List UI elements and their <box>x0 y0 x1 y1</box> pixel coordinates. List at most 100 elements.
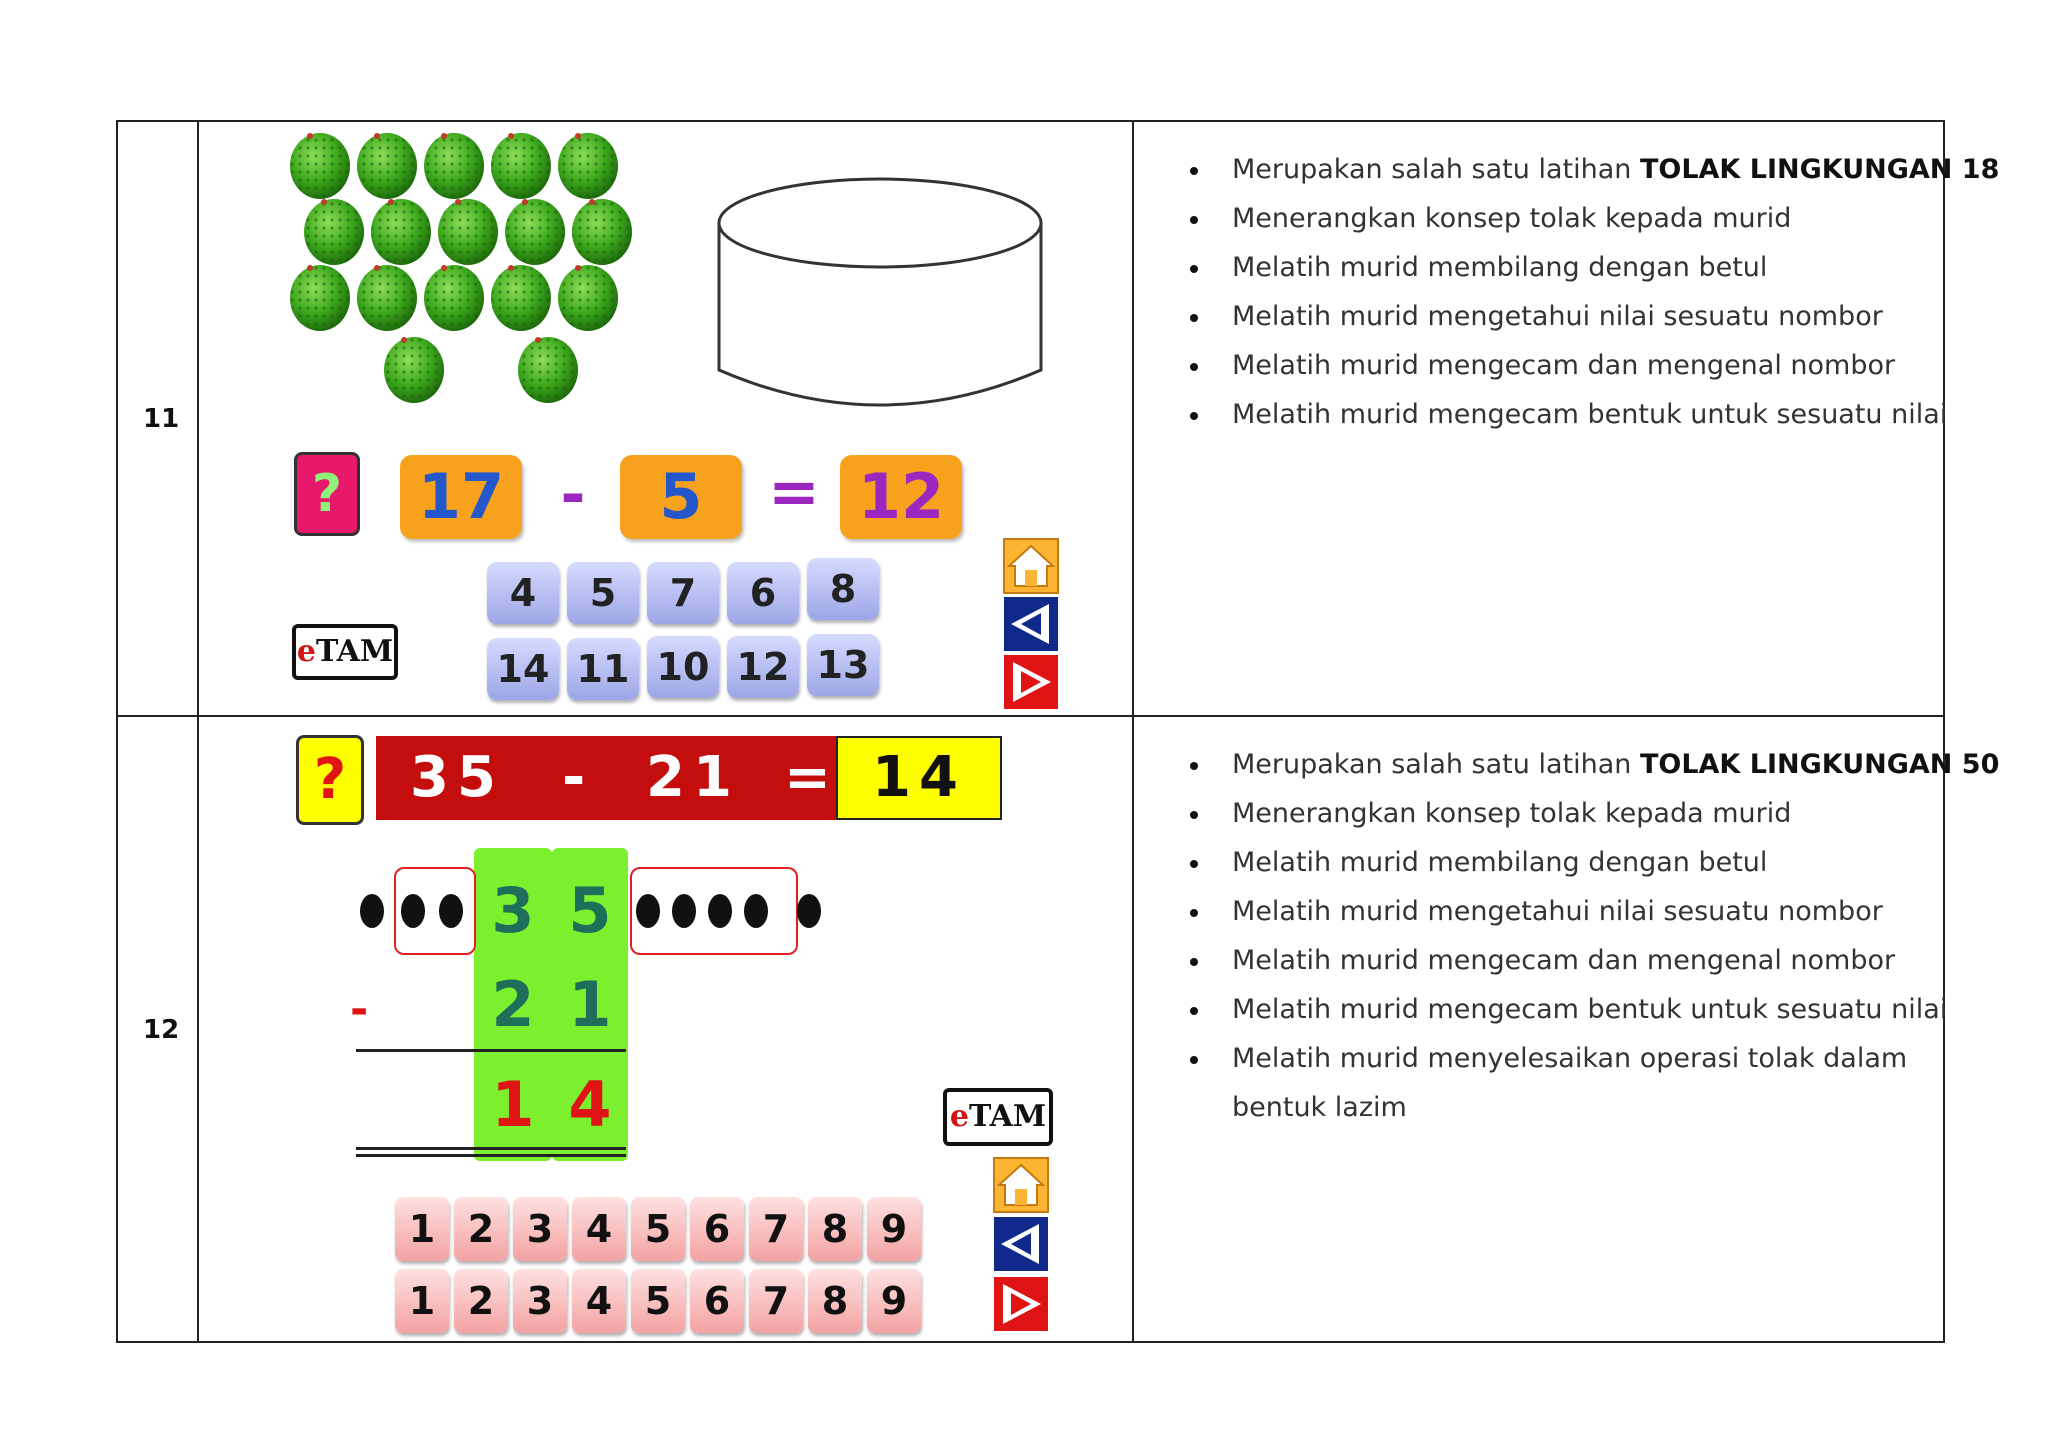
tens-dot-group <box>394 867 476 955</box>
ones-column <box>552 848 628 1161</box>
table-border-top <box>116 120 1945 122</box>
home-icon[interactable] <box>1003 538 1059 594</box>
durian-icon <box>371 199 431 265</box>
equation-equals: = <box>784 745 831 810</box>
keypad-button[interactable]: 4 <box>572 1197 626 1261</box>
count-dot <box>797 894 821 928</box>
row-number-11: 11 <box>143 404 180 434</box>
option-button[interactable]: 10 <box>647 636 719 698</box>
bullet-item: Melatih murid membilang dengan betul <box>1184 243 1999 292</box>
keypad-button[interactable]: 9 <box>867 1197 921 1261</box>
answer-box: 12 <box>840 455 962 539</box>
bullet-item: Melatih murid mengecam bentuk untuk sesu… <box>1184 985 1999 1034</box>
keypad-button[interactable]: 7 <box>749 1197 803 1261</box>
etam-logo-prefix: e <box>296 634 316 669</box>
equals-sign: = <box>768 455 820 528</box>
table-col-divider-2 <box>1132 120 1134 1343</box>
forward-arrow-icon[interactable] <box>993 1276 1049 1332</box>
equation-answer: 14 <box>836 736 1002 820</box>
durian-icon <box>424 265 484 331</box>
bullet-list-row-12: Merupakan salah satu latihan TOLAK LINGK… <box>1184 740 1999 1132</box>
keypad-button[interactable]: 4 <box>572 1269 626 1333</box>
option-button[interactable]: 12 <box>727 636 799 698</box>
etam-logo-text: TAM <box>968 1099 1047 1134</box>
keypad-button[interactable]: 6 <box>690 1269 744 1333</box>
equation-operator: - <box>562 745 586 810</box>
minuend-box: 17 <box>400 455 522 539</box>
result-line-2 <box>356 1154 626 1157</box>
bullet-list-row-11: Merupakan salah satu latihan TOLAK LINGK… <box>1184 145 1999 439</box>
keypad-button[interactable]: 1 <box>395 1197 449 1261</box>
table-row-divider <box>116 715 1945 717</box>
keypad-button[interactable]: 7 <box>749 1269 803 1333</box>
table-border-right <box>1943 120 1945 1343</box>
count-dot <box>672 894 696 928</box>
count-dot <box>401 894 425 928</box>
equation-bar <box>376 736 836 820</box>
forward-arrow-icon[interactable] <box>1003 654 1059 710</box>
keypad-button[interactable]: 5 <box>631 1197 685 1261</box>
question-button[interactable]: ? <box>294 452 360 536</box>
option-button[interactable]: 14 <box>487 638 559 700</box>
keypad-button[interactable]: 1 <box>395 1269 449 1333</box>
option-button[interactable]: 8 <box>807 558 879 620</box>
count-dot <box>439 894 463 928</box>
bullet-item: Melatih murid mengecam bentuk untuk sesu… <box>1184 390 1999 439</box>
durian-icon <box>491 133 551 199</box>
bullet-continuation: bentuk lazim <box>1232 1092 1407 1123</box>
table-border-left <box>116 120 118 1343</box>
etam-logo-prefix: e <box>949 1099 969 1134</box>
count-dot <box>708 894 732 928</box>
back-arrow-icon[interactable] <box>1003 596 1059 652</box>
table-border-bottom <box>116 1341 1945 1343</box>
bullet-item: Melatih murid membilang dengan betul <box>1184 838 1999 887</box>
subtrahend-box: 5 <box>620 455 742 539</box>
option-button[interactable]: 11 <box>567 638 639 700</box>
table-col-divider-1 <box>197 120 199 1343</box>
count-dot <box>360 894 384 928</box>
bullet-item: Melatih murid mengecam dan mengenal nomb… <box>1184 341 1999 390</box>
keypad-button[interactable]: 3 <box>513 1269 567 1333</box>
bullet-item: Melatih murid mengecam dan mengenal nomb… <box>1184 936 1999 985</box>
durian-icon <box>505 199 565 265</box>
result-tens-digit: 1 <box>491 1068 535 1141</box>
bullet-item: Melatih murid menyelesaikan operasi tola… <box>1184 1034 1999 1083</box>
option-button[interactable]: 7 <box>647 562 719 624</box>
option-button[interactable]: 4 <box>487 562 559 624</box>
equation-minuend: 35 <box>410 745 504 810</box>
basket-icon <box>717 177 1043 407</box>
keypad-button[interactable]: 5 <box>631 1269 685 1333</box>
count-dot <box>636 894 660 928</box>
subtraction-line <box>356 1049 626 1052</box>
keypad-button[interactable]: 2 <box>454 1269 508 1333</box>
option-button[interactable]: 6 <box>727 562 799 624</box>
durian-icon <box>304 199 364 265</box>
keypad-button[interactable]: 8 <box>808 1197 862 1261</box>
durian-icon <box>290 265 350 331</box>
sub-tens-digit: 2 <box>491 968 535 1041</box>
back-arrow-icon[interactable] <box>993 1216 1049 1272</box>
keypad-button[interactable]: 2 <box>454 1197 508 1261</box>
top-ones-digit: 5 <box>568 874 612 947</box>
row-number-12: 12 <box>143 1015 180 1045</box>
durian-icon <box>518 337 578 403</box>
minus-sign: - <box>560 460 586 530</box>
durian-icon <box>558 133 618 199</box>
keypad-button[interactable]: 9 <box>867 1269 921 1333</box>
result-line-1 <box>356 1147 626 1150</box>
durian-group <box>290 133 632 403</box>
keypad-button[interactable]: 6 <box>690 1197 744 1261</box>
home-icon[interactable] <box>993 1157 1049 1213</box>
option-button[interactable]: 5 <box>567 562 639 624</box>
bullet-item: Melatih murid mengetahui nilai sesuatu n… <box>1184 887 1999 936</box>
keypad-button[interactable]: 3 <box>513 1197 567 1261</box>
etam-logo: eTAM <box>292 624 398 680</box>
bullet-item: Merupakan salah satu latihan TOLAK LINGK… <box>1184 145 1999 194</box>
keypad-button[interactable]: 8 <box>808 1269 862 1333</box>
durian-icon <box>558 265 618 331</box>
tens-column <box>474 848 552 1161</box>
question-button[interactable]: ? <box>296 735 364 825</box>
bullet-item: Merupakan salah satu latihan TOLAK LINGK… <box>1184 740 1999 789</box>
durian-icon <box>357 133 417 199</box>
option-button[interactable]: 13 <box>807 634 879 696</box>
